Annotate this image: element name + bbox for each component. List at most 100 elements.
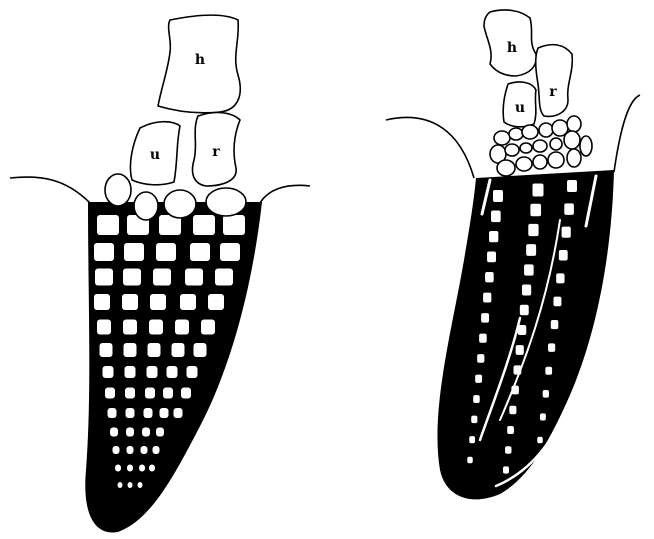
right-radial-nodule <box>489 231 498 242</box>
left-radial-nodule <box>181 388 191 399</box>
right-carpal-bone <box>522 125 538 139</box>
left-radial-nodule <box>113 446 120 454</box>
left-radial-nodule <box>172 343 185 357</box>
right-radial-nodule <box>545 367 552 375</box>
right-carpal-bone <box>520 143 532 153</box>
left-radial-nodule <box>201 320 215 335</box>
left-radial-nodule <box>220 243 240 261</box>
right-carpal-bone <box>580 136 592 156</box>
right-carpal-bone <box>497 160 515 176</box>
right-carpal-bone <box>548 152 564 168</box>
right-carpal-bone <box>550 138 562 150</box>
right-carpal-bone <box>533 140 547 152</box>
left-radial-nodule <box>138 482 143 488</box>
right-radial-nodule <box>477 354 484 363</box>
right-radial-nodule <box>522 285 531 296</box>
left-radial-nodule <box>139 465 145 472</box>
left-radial-nodule <box>123 269 141 286</box>
left-radial-nodule <box>127 446 134 454</box>
left-radial-nodule <box>149 465 155 472</box>
right-radial-nodule <box>540 413 546 420</box>
left-humerus-label: h <box>195 52 205 68</box>
left-radial-nodule <box>160 408 169 418</box>
left-radial-nodule <box>148 343 161 357</box>
right-carpal-bone <box>533 155 547 169</box>
right-radial-nodule <box>533 184 544 197</box>
left-radial-nodule <box>118 482 123 488</box>
left-radial-nodule <box>215 269 233 286</box>
left-ulna-label: u <box>150 147 160 163</box>
right-carpal-bone <box>505 144 519 156</box>
right-radial-nodule <box>491 211 501 223</box>
left-radial-nodule <box>190 243 210 261</box>
left-radial-nodule <box>175 320 189 335</box>
left-radial-nodule <box>100 343 113 357</box>
left-radial-nodule <box>153 269 171 286</box>
left-radial-nodule <box>122 294 138 310</box>
right-radial-nodule <box>509 406 516 414</box>
right-radius-label: r <box>549 84 557 100</box>
right-humerus-label: h <box>507 40 517 56</box>
left-carpal-bone <box>206 188 246 216</box>
right-carpal-bone <box>567 116 581 132</box>
left-radial-nodule <box>126 408 135 418</box>
right-radial-nodule <box>507 426 514 434</box>
right-radial-nodule <box>487 252 496 263</box>
right-radial-nodule <box>567 180 577 192</box>
left-radial-nodule <box>208 294 224 310</box>
left-radial-nodule <box>97 320 111 335</box>
left-radial-nodule <box>193 215 215 235</box>
right-radial-nodule <box>553 297 561 307</box>
left-radial-nodule <box>145 388 155 399</box>
left-radial-nodule <box>103 366 114 378</box>
right-carpal-bone <box>564 131 580 149</box>
left-radial-nodule <box>185 269 203 286</box>
left-radial-nodule <box>150 294 166 310</box>
left-radial-nodule <box>105 388 115 399</box>
right-radial-nodule <box>528 224 538 236</box>
right-radial-nodule <box>556 273 564 283</box>
right-carpal-bone <box>516 157 532 171</box>
left-radial-nodule <box>108 408 117 418</box>
right-radial-nodule <box>479 334 487 343</box>
right-radius <box>536 45 573 117</box>
right-carpal-bone <box>539 123 553 137</box>
left-radial-nodule <box>174 408 183 418</box>
right-radial-nodule <box>485 272 494 282</box>
left-radial-nodule <box>141 446 148 454</box>
left-radial-nodule <box>194 343 207 357</box>
left-radial-nodule <box>115 465 121 472</box>
right-radial-nodule <box>469 436 475 443</box>
left-radial-nodule <box>149 320 163 335</box>
right-radial-nodule <box>551 320 559 329</box>
right-carpal-cluster <box>490 116 592 176</box>
right-fin: h u r <box>386 10 640 499</box>
left-radial-nodule <box>142 428 150 437</box>
right-radial-nodule <box>481 313 489 323</box>
left-carpal-bone <box>164 190 196 218</box>
right-carpal-bone <box>567 149 581 167</box>
right-radial-nodule <box>524 264 534 275</box>
right-radial-nodule <box>537 437 543 444</box>
left-radial-nodule <box>156 428 164 437</box>
right-carpal-bone <box>494 131 510 145</box>
left-radial-nodule <box>163 388 173 399</box>
right-radial-nodule <box>543 390 549 398</box>
left-radial-nodule <box>124 343 137 357</box>
left-radial-nodule <box>127 465 133 472</box>
right-radial-nodule <box>493 190 503 202</box>
right-radial-nodule <box>559 250 568 261</box>
left-radial-nodule <box>125 366 136 378</box>
right-radial-nodule <box>520 305 529 315</box>
left-radial-nodule <box>110 428 118 437</box>
left-radial-nodule <box>94 243 114 261</box>
left-radial-nodule <box>167 366 178 378</box>
left-radial-nodule <box>187 366 198 378</box>
right-radial-nodule <box>467 457 473 464</box>
left-radius-label: r <box>212 144 220 160</box>
left-carpal-bone <box>134 192 158 220</box>
left-radial-nodule <box>147 366 158 378</box>
right-radial-nodule <box>526 244 536 256</box>
